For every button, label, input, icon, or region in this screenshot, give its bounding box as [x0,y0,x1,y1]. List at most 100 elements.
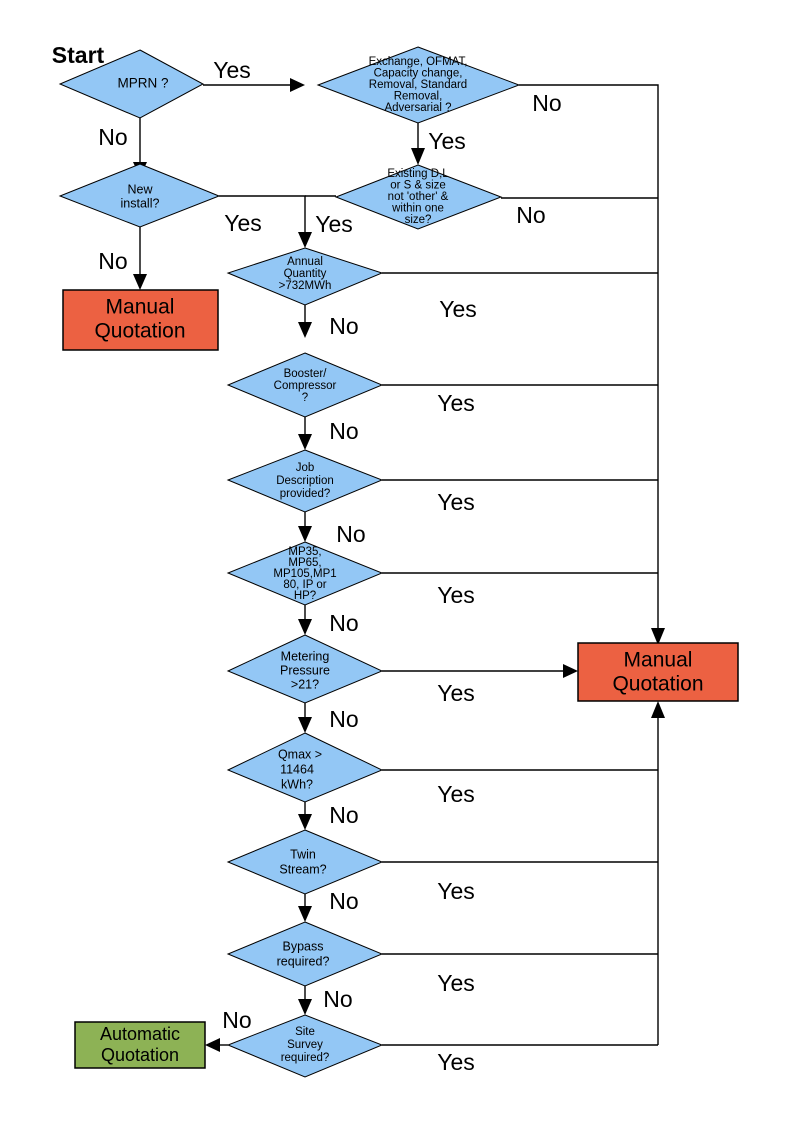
arrowhead-spine-top [651,628,665,645]
label-metering-no: No [329,706,358,732]
label-qmax-yes: Yes [437,781,475,807]
label-mprn-no: No [98,124,127,150]
mprating-line-4: 80, IP or [283,579,326,591]
node-automatic-quotation[interactable]: Automatic Quotation [74,1021,206,1069]
mprating-line-3: MP105,MP1 [273,568,336,580]
jobdesc-line-3: provided? [280,488,331,500]
manual-right-line-2: Quotation [612,673,703,696]
arrowhead-sitesurvey-no [205,1038,220,1052]
new-install-diamond[interactable] [58,163,221,228]
arrowhead-newinstall-no [133,274,147,290]
existing-line-5: size? [405,214,432,226]
existing-line-4: within one [391,203,444,215]
sitesurvey-line-3: required? [281,1052,330,1064]
label-mprating-yes: Yes [437,582,475,608]
exchange-line-5: Adversarial ? [384,102,451,114]
metering-line-2: Pressure [280,663,330,677]
arrowhead-bypass-no [298,999,312,1015]
existing-line-1: Existing D,L [387,168,449,180]
arrowhead-mprating-no [298,619,312,635]
label-newinstall-yes: Yes [224,210,262,236]
mprn-diamond[interactable] [58,49,205,119]
edge-label-layer: Start Yes No No Yes No Yes No Yes Yes No… [52,42,562,1075]
label-booster-yes: Yes [437,390,475,416]
arrowhead-mprn-yes [290,78,305,92]
qmax-line-2: 11464 [280,762,314,776]
mprn-line-1: MPRN ? [117,76,168,91]
exchange-line-2: Capacity change, [374,68,463,80]
metering-pressure-diamond[interactable] [226,634,384,704]
label-existing-yes: Yes [315,211,353,237]
label-exchange-no: No [532,90,561,116]
label-sitesurvey-yes: Yes [437,1049,475,1075]
node-manual-quotation-right[interactable]: Manual Quotation [577,642,739,702]
sitesurvey-line-2: Survey [287,1039,323,1051]
start-label: Start [52,42,105,68]
qmax-diamond[interactable] [226,732,384,803]
manual-right-box[interactable] [577,642,739,702]
existing-line-2: or S & size [390,180,446,192]
node-mp-rating[interactable]: MP35, MP65, MP105,MP1 80, IP or HP? [226,541,384,606]
node-mprn[interactable]: MPRN ? [58,49,205,119]
label-annual-no: No [329,313,358,339]
existing-dls-diamond[interactable] [334,164,503,230]
label-existing-no: No [516,202,545,228]
manual-left-line-1: Manual [106,296,175,319]
exchange-line-4: Removal, [394,91,443,103]
label-sitesurvey-no: No [222,1007,251,1033]
annual-line-2: Quantity [284,268,327,280]
bypass-line-2: required? [277,954,330,968]
node-manual-quotation-left[interactable]: Manual Quotation [62,289,219,351]
node-qmax[interactable]: Qmax > 11464 kWh? [226,732,384,803]
node-bypass[interactable]: Bypass required? [226,921,384,987]
node-exchange[interactable]: Exchange, OFMAT, Capacity change, Remova… [316,46,521,124]
new-install-line-2: install? [121,196,160,210]
bypass-diamond[interactable] [226,921,384,987]
job-description-diamond[interactable] [226,449,384,513]
label-jobdesc-no: No [336,521,365,547]
automatic-box[interactable] [74,1021,206,1069]
node-metering-pressure[interactable]: Metering Pressure >21? [226,634,384,704]
twin-line-1: Twin [290,847,316,861]
manual-left-box[interactable] [62,289,219,351]
manual-left-line-2: Quotation [94,320,185,343]
label-exchange-yes: Yes [428,128,466,154]
node-job-description[interactable]: Job Description provided? [226,449,384,513]
arrowhead-twin-no [298,906,312,922]
twin-stream-diamond[interactable] [226,829,384,895]
mprating-line-2: MP65, [288,557,321,569]
twin-line-2: Stream? [279,862,326,876]
arrowhead-metering-no [298,717,312,733]
label-jobdesc-yes: Yes [437,489,475,515]
arrowhead-exchange-yes [411,148,425,165]
node-existing-dls[interactable]: Existing D,L or S & size not 'other' & w… [334,164,503,230]
bypass-line-1: Bypass [283,939,324,953]
existing-line-3: not 'other' & [388,191,449,203]
annual-quantity-diamond[interactable] [226,247,384,306]
node-annual-quantity[interactable]: Annual Quantity >732MWh [226,247,384,306]
node-site-survey[interactable]: Site Survey required? [226,1014,384,1078]
qmax-line-3: kWh? [281,777,313,791]
edge-exchange-no [519,84,659,630]
arrowhead-spine-bottom [651,701,665,718]
metering-line-1: Metering [281,649,330,663]
node-new-install[interactable]: New install? [58,163,221,228]
connector-layer [133,78,665,1052]
mp-rating-diamond[interactable] [226,541,384,606]
node-twin-stream[interactable]: Twin Stream? [226,829,384,895]
jobdesc-line-1: Job [296,462,315,474]
arrowhead-annual-no [298,322,312,338]
qmax-line-1: Qmax > [278,747,322,761]
site-survey-diamond[interactable] [226,1014,384,1078]
label-bypass-yes: Yes [437,970,475,996]
arrowhead-booster-no [298,434,312,450]
booster-diamond[interactable] [226,352,384,418]
metering-line-3: >21? [291,677,319,691]
label-metering-yes: Yes [437,680,475,706]
exchange-diamond[interactable] [316,46,521,124]
booster-line-1: Booster/ [284,368,328,380]
node-booster[interactable]: Booster/ Compressor ? [226,352,384,418]
label-booster-no: No [329,418,358,444]
